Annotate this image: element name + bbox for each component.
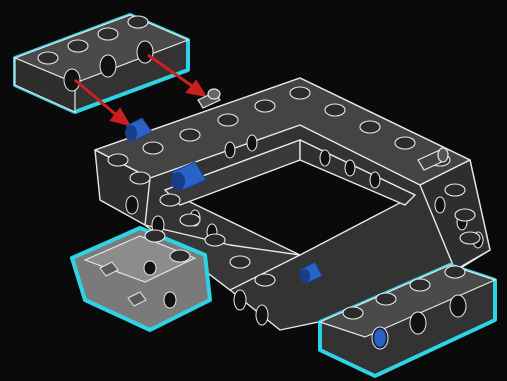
blue-pin-4 (374, 329, 386, 347)
